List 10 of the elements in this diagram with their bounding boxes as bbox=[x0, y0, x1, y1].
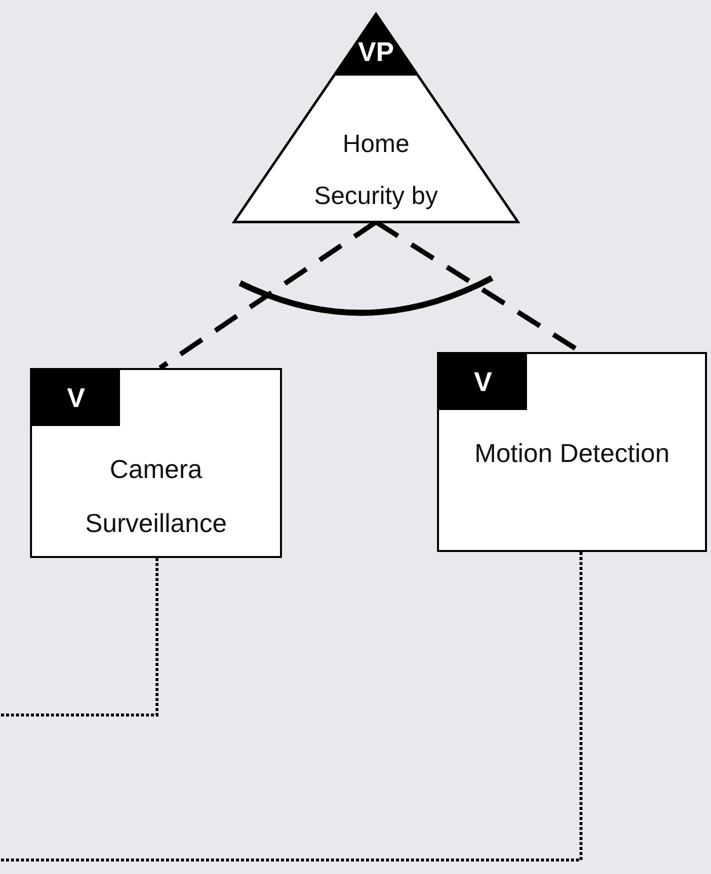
artefact-dependency bbox=[0, 558, 158, 716]
variant-box bbox=[30, 368, 282, 558]
variant-label: Motion Detection bbox=[473, 437, 671, 470]
variant-tag: V bbox=[439, 354, 527, 410]
variation-point-triangle bbox=[232, 12, 520, 224]
variant-box bbox=[437, 352, 707, 552]
variant-label: Camera Surveillance bbox=[84, 453, 228, 540]
variation-point-label: Home Security by bbox=[313, 129, 439, 212]
variant-tag: V bbox=[32, 370, 120, 426]
artefact-dependency bbox=[0, 552, 582, 862]
